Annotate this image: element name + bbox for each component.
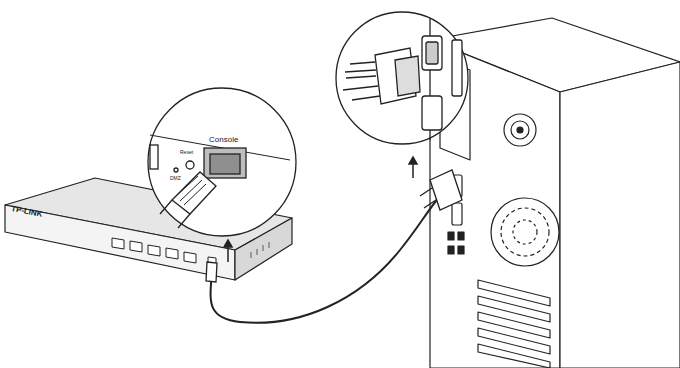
parallel-port: [452, 40, 462, 96]
pc-vent-slots: [478, 280, 550, 368]
pc-fan: [501, 208, 549, 256]
db9-port: [422, 96, 442, 130]
pc-fan: [513, 220, 537, 244]
db9-plug: [430, 170, 462, 210]
router-callout: [148, 88, 296, 236]
arrow-head: [224, 240, 232, 247]
rj45-plug: [206, 262, 217, 282]
callout-circle: [336, 12, 468, 144]
led: [174, 168, 178, 172]
brand-logo: TP-LINK: [10, 205, 43, 219]
db9-screws: [420, 188, 436, 208]
pc-power-socket: [504, 114, 536, 146]
cable-and-screws: [346, 62, 380, 100]
callout-circle: [148, 88, 296, 236]
panel-port: [150, 145, 158, 169]
db9-port: [426, 42, 438, 64]
reset-hole: [186, 161, 194, 169]
arrow-head: [409, 157, 417, 164]
cable-and-screws: [343, 70, 378, 90]
pc-usb-port: [448, 246, 454, 254]
console-port-socket: [210, 154, 240, 174]
router-vents: [250, 242, 270, 258]
pc-usb-port: [458, 232, 464, 240]
port-label: DMZ: [170, 176, 181, 181]
pc-side: [560, 62, 680, 368]
pc-fan: [491, 198, 559, 266]
pc-usb-port: [458, 246, 464, 254]
db9-port: [422, 36, 442, 70]
button-label: Reset: [180, 150, 193, 155]
port-label: Console: [209, 136, 238, 144]
console-port: [204, 148, 246, 178]
pc-power-socket: [511, 121, 529, 139]
router-ports: [112, 238, 216, 265]
cable-edges: [160, 200, 190, 228]
pc-db9-port: [452, 203, 462, 225]
pc-callout: [336, 12, 468, 144]
pc-usb-port: [448, 232, 454, 240]
db9-shell: [395, 56, 420, 96]
pc-power-socket: [517, 127, 523, 133]
